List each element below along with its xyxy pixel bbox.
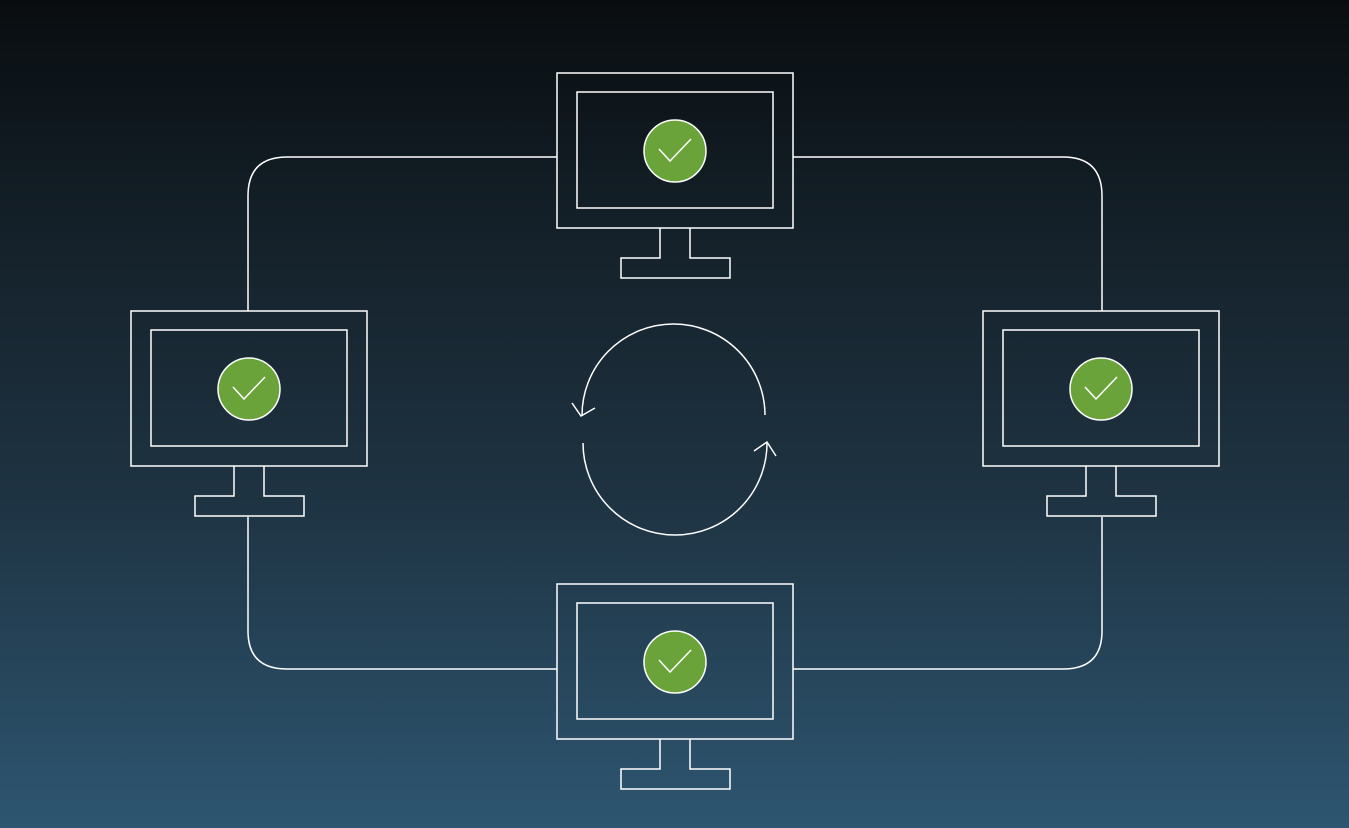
monitor-screen [1002, 329, 1200, 447]
monitor-screen [576, 91, 774, 209]
monitor-frame [556, 72, 794, 229]
monitor-frame [130, 310, 368, 467]
monitor-stand [1046, 466, 1157, 517]
connector-top-right [793, 156, 1103, 311]
monitor-screen [576, 602, 774, 720]
monitor-stand [620, 228, 731, 279]
monitor-frame [556, 583, 794, 740]
check-circle-icon [1069, 357, 1133, 421]
sync-arc-bottom [582, 442, 768, 536]
monitor-frame [982, 310, 1220, 467]
connector-bottom-left [247, 517, 557, 670]
connector-top-left [247, 156, 557, 311]
monitor-screen [150, 329, 348, 447]
connection-lines [247, 156, 1103, 670]
monitor-right [982, 310, 1220, 517]
monitor-stand [620, 739, 731, 790]
check-circle-icon [643, 119, 707, 183]
sync-arrows-icon [571, 323, 777, 536]
monitor-left [130, 310, 368, 517]
check-circle-icon [643, 630, 707, 694]
sync-arrowhead-right [753, 440, 777, 457]
check-circle-icon [217, 357, 281, 421]
connector-bottom-right [793, 517, 1103, 670]
monitor-stand [194, 466, 305, 517]
sync-arc-top [581, 323, 766, 417]
monitor-bottom [556, 583, 794, 790]
sync-arrowhead-left [571, 402, 596, 417]
monitor-top [556, 72, 794, 279]
